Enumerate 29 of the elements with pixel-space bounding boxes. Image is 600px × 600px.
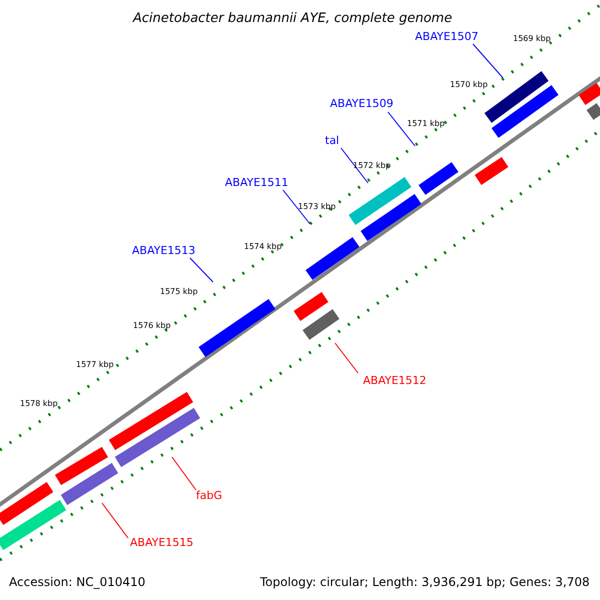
scale-label: 1578 kbp bbox=[20, 400, 58, 408]
scale-label: 1569 kbp bbox=[513, 35, 551, 43]
accession-label: Accession: NC_010410 bbox=[9, 576, 146, 588]
leader-line bbox=[282, 190, 310, 224]
gene-label: ABAYE1515 bbox=[130, 537, 194, 548]
gene-label: fabG bbox=[196, 490, 222, 501]
gene-label: tal bbox=[325, 135, 340, 146]
leader-line bbox=[102, 502, 128, 538]
scale-label: 1575 kbp bbox=[160, 288, 198, 296]
gene-label: ABAYE1511 bbox=[225, 177, 288, 188]
scale-label: 1577 kbp bbox=[76, 361, 114, 369]
scale-label: 1574 kbp bbox=[244, 243, 282, 251]
gene-label: ABAYE1513 bbox=[132, 245, 196, 256]
leader-line bbox=[340, 148, 368, 184]
genome-info: Topology: circular; Length: 3,936,291 bp; Genes: 3,708 bbox=[260, 576, 590, 588]
scale-label: 1572 kbp bbox=[353, 162, 391, 170]
leader-line bbox=[172, 456, 196, 490]
gene-label: ABAYE1512 bbox=[363, 375, 426, 386]
gene-label: ABAYE1507 bbox=[415, 31, 478, 42]
leader-line bbox=[388, 112, 416, 146]
diagram-title: Acinetobacter baumannii AYE, complete genome bbox=[133, 12, 452, 25]
scale-label: 1573 kbp bbox=[298, 203, 336, 211]
scale-label: 1570 kbp bbox=[450, 81, 488, 89]
scale-label: 1576 kbp bbox=[133, 322, 171, 330]
gene-label: ABAYE1509 bbox=[330, 98, 394, 109]
leader-line bbox=[334, 342, 358, 374]
leader-line bbox=[190, 258, 214, 282]
scale-label: 1571 kbp bbox=[407, 120, 445, 128]
leader-line bbox=[472, 44, 504, 78]
